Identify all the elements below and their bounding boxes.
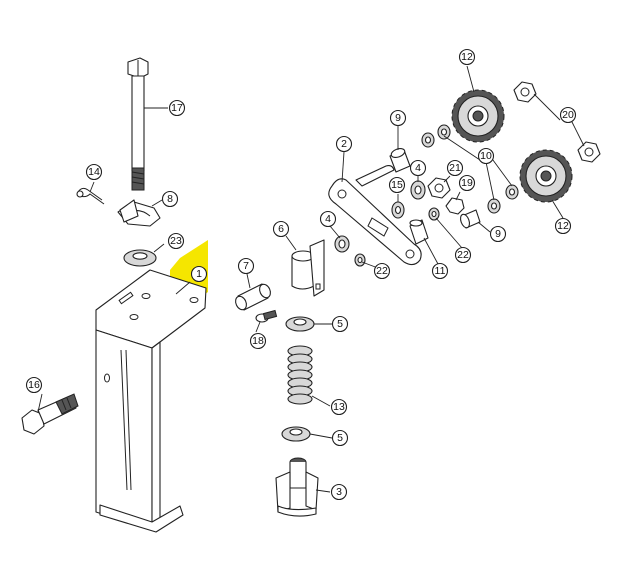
callout-8-label: 8 [167,193,173,205]
part-1-bracket[interactable] [95,269,207,533]
part-21-nut[interactable] [427,177,451,199]
part-2-link-plate[interactable] [328,164,422,266]
callout-9a: 9 [389,109,407,127]
part-16-bolt[interactable] [21,393,79,435]
callout-5b-label: 5 [337,432,343,444]
callout-12a: 12 [458,48,476,66]
callout-9b: 9 [489,225,507,243]
callout-15: 15 [388,176,406,194]
callout-1: 1 [190,265,208,283]
callout-23: 23 [167,232,185,250]
callout-16-label: 16 [28,379,40,391]
part-3-hinge-post[interactable] [275,457,319,517]
part-22-washer-right[interactable] [428,207,440,221]
callout-12b-label: 12 [557,220,569,232]
callout-16: 16 [25,376,43,394]
callout-3-label: 3 [336,486,342,498]
callout-12a-label: 12 [461,51,473,63]
callout-20: 20 [559,106,577,124]
callout-4b: 4 [409,159,427,177]
callout-1-label: 1 [196,268,202,280]
callout-8: 8 [161,190,179,208]
callout-22b: 22 [454,246,472,264]
callout-2-label: 2 [341,138,347,150]
callout-21-label: 21 [449,162,461,174]
part-20-nut-bottom[interactable] [577,141,601,163]
callout-6-label: 6 [278,223,284,235]
callout-22a-label: 22 [376,265,388,277]
part-18-pin[interactable] [255,309,278,323]
part-20-nut-top[interactable] [513,81,537,103]
callout-9a-label: 9 [395,112,401,124]
callout-6: 6 [272,220,290,238]
callout-4b-label: 4 [415,162,421,174]
part-12-sprocket-bottom[interactable] [519,149,573,203]
callout-11-label: 11 [435,265,446,277]
callout-18: 18 [249,332,267,350]
part-4-washer-left[interactable] [334,235,350,253]
part-9-pin-right[interactable] [459,209,481,229]
callout-2: 2 [335,135,353,153]
part-13-spring[interactable] [287,345,313,405]
callout-10: 10 [477,147,495,165]
callout-12b: 12 [554,217,572,235]
callout-10-label: 10 [480,150,492,162]
callout-13: 13 [330,398,348,416]
part-22-washer-left[interactable] [354,253,366,267]
callout-17: 17 [168,99,186,117]
part-12-sprocket-top[interactable] [451,89,505,143]
callout-5a: 5 [331,315,349,333]
callout-18-label: 18 [252,335,264,347]
callout-21: 21 [446,159,464,177]
part-7-bushing[interactable] [234,283,273,312]
callout-14: 14 [85,163,103,181]
part-23-washer[interactable] [123,249,157,267]
callout-15-label: 15 [391,179,403,191]
part-15-spacer[interactable] [391,201,405,219]
callout-22b-label: 22 [457,249,469,261]
part-9-pin-top[interactable] [389,147,411,173]
callout-19: 19 [458,174,476,192]
part-6-pivot-block[interactable] [291,239,325,297]
part-11-sleeve[interactable] [409,219,429,245]
callout-5b: 5 [331,429,349,447]
part-8-retainer[interactable] [117,199,161,227]
callout-7: 7 [237,257,255,275]
callout-11: 11 [431,262,449,280]
callout-4a: 4 [319,210,337,228]
callout-19-label: 19 [461,177,473,189]
callout-9b-label: 9 [495,228,501,240]
callout-23-label: 23 [170,235,182,247]
callout-14-label: 14 [88,166,100,178]
callout-22a: 22 [373,262,391,280]
callout-7-label: 7 [243,260,249,272]
callout-17-label: 17 [171,102,183,114]
part-17-bolt[interactable] [127,57,149,191]
callout-20-label: 20 [562,109,574,121]
part-4-washer-center[interactable] [410,180,426,200]
part-19-nut[interactable] [445,197,465,215]
callout-5a-label: 5 [337,318,343,330]
part-5-washer-top[interactable] [285,316,315,332]
part-5-washer-bottom[interactable] [281,426,311,442]
callout-3: 3 [330,483,348,501]
part-14-cotter-pin[interactable] [76,187,105,205]
part-10-washers[interactable] [421,124,519,214]
callout-4a-label: 4 [325,213,331,225]
callout-13-label: 13 [333,401,345,413]
